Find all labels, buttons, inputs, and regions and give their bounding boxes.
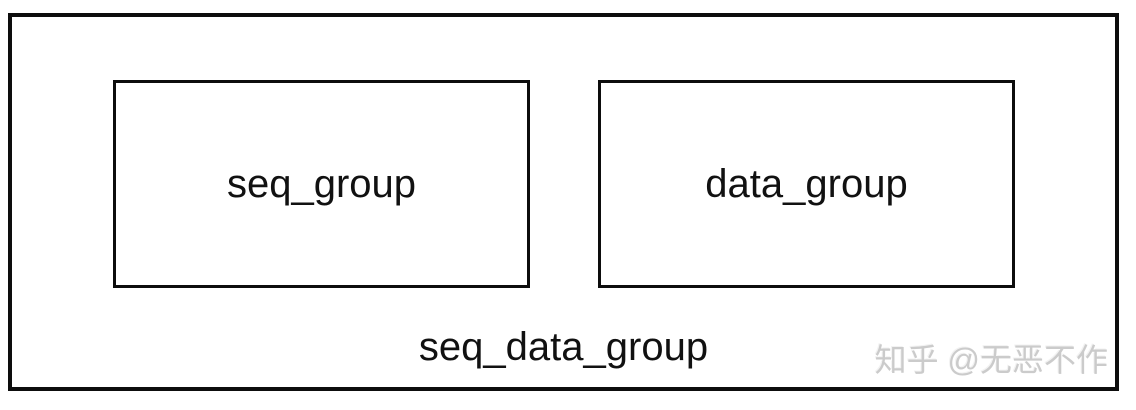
- data-group-label: data_group: [705, 162, 908, 206]
- seq-group-box: seq_group: [113, 80, 530, 288]
- zhihu-watermark: 知乎 @无恶不作: [874, 342, 1108, 378]
- seq-group-label: seq_group: [226, 162, 417, 206]
- data-group-box: data_group: [598, 80, 1015, 288]
- seq-data-group-label: seq_data_group: [418, 325, 709, 369]
